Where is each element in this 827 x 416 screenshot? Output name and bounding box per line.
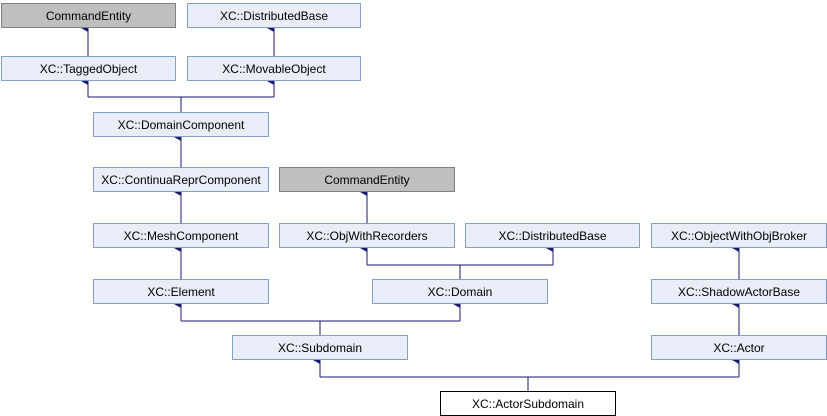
node-actor[interactable]: XC::Actor [651,335,827,360]
node-tagged-object[interactable]: XC::TaggedObject [1,56,176,81]
node-distributed-base-top[interactable]: XC::DistributedBase [187,3,361,28]
node-distributed-base-mid[interactable]: XC::DistributedBase [465,223,640,248]
node-element[interactable]: XC::Element [93,279,269,304]
node-continua-repr-component[interactable]: XC::ContinuaReprComponent [93,167,269,192]
node-domain-component[interactable]: XC::DomainComponent [93,112,269,137]
edge-subdomain-bus [181,320,460,335]
node-obj-with-recorders[interactable]: XC::ObjWithRecorders [279,223,455,248]
node-movable-object[interactable]: XC::MovableObject [187,56,361,81]
edge-domain-component-bus [88,96,274,112]
node-command-entity-mid: CommandEntity [279,167,455,192]
node-object-with-obj-broker[interactable]: XC::ObjectWithObjBroker [651,223,827,248]
node-domain[interactable]: XC::Domain [372,279,548,304]
edge-actor-subdomain-bus [320,376,739,391]
node-mesh-component[interactable]: XC::MeshComponent [93,223,269,248]
node-command-entity-top: CommandEntity [1,3,176,28]
node-actor-subdomain: XC::ActorSubdomain [440,391,616,416]
node-subdomain[interactable]: XC::Subdomain [232,335,408,360]
edge-domain-bus [367,264,553,279]
node-shadow-actor-base[interactable]: XC::ShadowActorBase [651,279,827,304]
